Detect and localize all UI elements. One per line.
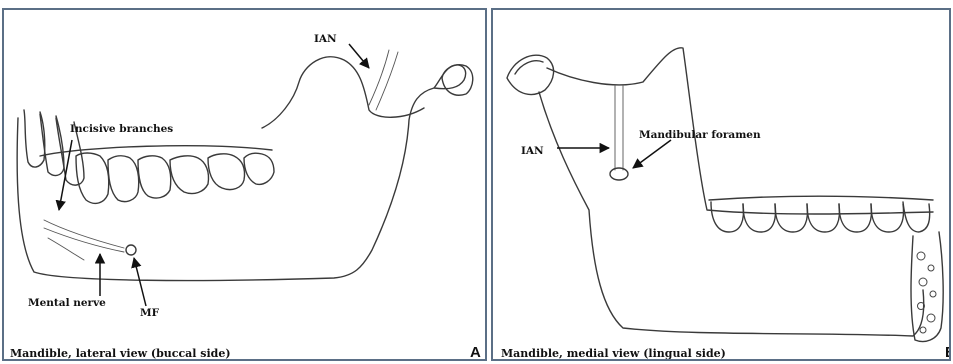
label-incisive-branches: Incisive branches — [70, 124, 173, 135]
condyle — [442, 65, 473, 95]
ramus-anterior — [262, 57, 424, 128]
panel-a: IAN Incisive branches Mental nerve MF Ma… — [2, 8, 487, 361]
panel-letter-a: A — [470, 345, 481, 360]
trabecular-pattern — [917, 252, 936, 333]
panel-letter-b: B — [945, 345, 951, 360]
label-mf: MF — [140, 308, 159, 319]
ian-arrow — [349, 44, 369, 68]
ian-canal-b — [615, 86, 623, 170]
label-mandibular-foramen: Mandibular foramen — [639, 130, 761, 141]
label-ian-b: IAN — [521, 146, 544, 157]
panel-b: IAN Mandibular foramen Mandible, medial … — [491, 8, 951, 361]
mf-arrow — [134, 258, 146, 306]
mental-foramen — [126, 245, 136, 255]
ian-nerve — [369, 50, 389, 105]
mental-nerve-branches — [44, 220, 124, 260]
label-mental-nerve: Mental nerve — [28, 298, 106, 309]
foramen-arrow — [633, 140, 671, 168]
caption-b: Mandible, medial view (lingual side) — [501, 348, 726, 359]
symphysis-section — [911, 232, 943, 342]
mandibular-foramen — [610, 168, 628, 180]
label-ian: IAN — [314, 34, 337, 45]
caption-a: Mandible, lateral view (buccal side) — [10, 348, 231, 359]
mandible-medial-drawing — [493, 10, 951, 361]
